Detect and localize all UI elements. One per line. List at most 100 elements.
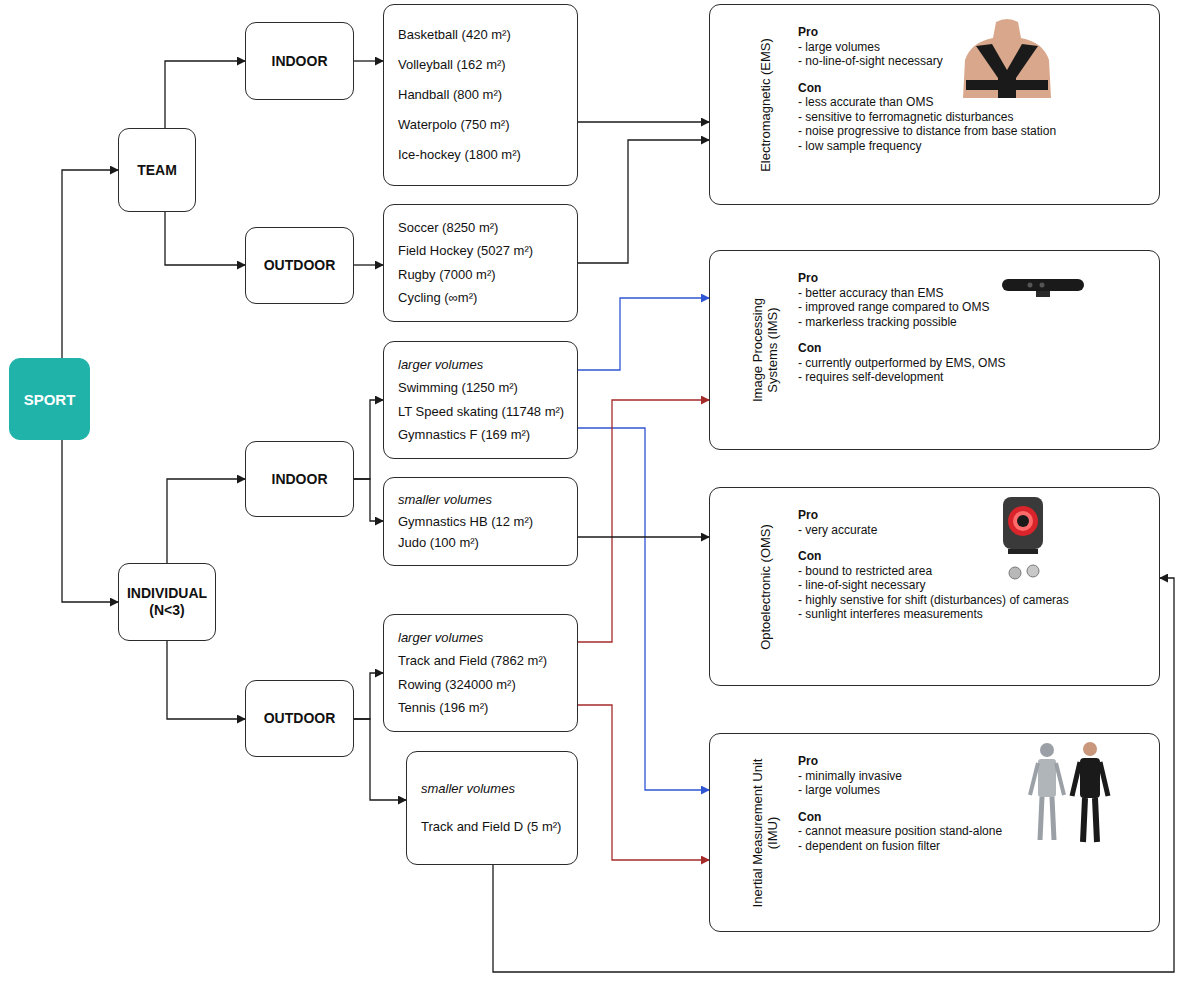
connector-arrow — [354, 400, 383, 479]
robot-legs — [1040, 797, 1054, 840]
person-legs — [1083, 798, 1097, 842]
bullet-item: - dependent on fusion filter — [798, 839, 1147, 854]
sport-item: Waterpolo (750 m²) — [398, 117, 567, 133]
connector-arrow — [165, 61, 245, 128]
connector-arrow — [167, 479, 245, 563]
sport-item: LT Speed skating (11748 m²) — [398, 404, 567, 420]
bullet-item: - sunlight interferes measurements — [798, 607, 1147, 622]
marker-ball — [1009, 567, 1021, 579]
connector-arrow — [62, 170, 118, 358]
imu-figures — [1030, 742, 1108, 842]
section-heading: Con — [798, 810, 1147, 825]
vest-band — [966, 80, 1048, 90]
category-box: TEAM — [118, 128, 196, 212]
sport-item: Gymnastics HB (12 m²) — [398, 514, 567, 530]
category-label: INDOOR — [272, 53, 328, 70]
robot-arms — [1030, 763, 1064, 795]
bullet-item: - markerless tracking possible — [798, 315, 1147, 330]
section-heading: Pro — [798, 508, 1147, 523]
sensor-stand — [1036, 291, 1050, 297]
list-heading: larger volumes — [398, 630, 567, 646]
reflective-markers — [1009, 565, 1039, 579]
root-box: SPORT — [9, 358, 90, 440]
technology-box: Electromagnetic (EMS)Pro- large volumes-… — [709, 4, 1160, 205]
connector-arrow — [354, 264, 383, 265]
connector-arrow — [578, 140, 709, 263]
sport-item: Rugby (7000 m²) — [398, 267, 567, 283]
sport-item: Track and Field D (5 m²) — [421, 819, 567, 835]
bullet-item: - minimally invasive — [798, 769, 1147, 784]
category-box: INDOOR — [245, 22, 354, 100]
technology-title: Inertial Measurement Unit (IMU) — [750, 758, 780, 908]
person-arms — [1072, 762, 1108, 796]
camera-body — [1003, 497, 1043, 549]
camera-base — [1008, 549, 1038, 554]
technology-title: Optoelectronic (OMS) — [758, 512, 773, 662]
sensor-lens — [1040, 283, 1045, 288]
connector-arrow — [578, 400, 709, 642]
sport-item: Gymnastics F (169 m²) — [398, 427, 567, 443]
bullet-item: - requires self-development — [798, 370, 1147, 385]
list-heading: smaller volumes — [398, 492, 567, 508]
bullet-item: - bound to restricted area — [798, 564, 1147, 579]
technology-title: Image Processing Systems (IMS) — [750, 275, 780, 425]
sport-list-box: Basketball (420 m²)Volleyball (162 m²)Ha… — [383, 4, 578, 186]
connector-arrow — [167, 641, 245, 719]
list-heading: larger volumes — [398, 357, 567, 373]
bullet-item: - less accurate than OMS — [798, 95, 1147, 110]
technology-box: Image Processing Systems (IMS) Pro- bette… — [709, 250, 1160, 450]
sport-item: Field Hockey (5027 m²) — [398, 243, 567, 259]
sport-item: Soccer (8250 m²) — [398, 220, 567, 236]
category-label: OUTDOOR — [264, 257, 336, 274]
kinect-sensor — [1002, 279, 1084, 297]
bullet-item: - improved range compared to OMS — [798, 300, 1147, 315]
category-box: OUTDOOR — [245, 680, 354, 757]
sport-item: Basketball (420 m²) — [398, 27, 567, 43]
connector-arrow — [354, 479, 383, 521]
camera-ring — [1008, 506, 1038, 536]
sport-item: Volleyball (162 m²) — [398, 57, 567, 73]
bullet-item: - line-of-sight necessary — [798, 578, 1147, 593]
bullet-item: - better accuracy than EMS — [798, 286, 1147, 301]
list-heading: smaller volumes — [421, 781, 567, 797]
connector-arrow — [493, 578, 1174, 972]
section-heading: Pro — [798, 754, 1147, 769]
connector-arrow — [578, 121, 709, 122]
sport-list-box: Soccer (8250 m²) Field Hockey (5027 m²) Ru… — [383, 204, 578, 322]
connector-arrow — [578, 705, 709, 860]
connector-arrow — [354, 673, 383, 719]
person-torso — [1080, 758, 1100, 798]
category-box: OUTDOOR — [245, 227, 354, 304]
camera-lens — [1017, 515, 1029, 527]
section-heading: Pro — [798, 271, 1147, 286]
bullet-item: - highly senstive for shift (disturbance… — [798, 593, 1147, 608]
bullet-item: - cannot measure position stand-alone — [798, 824, 1147, 839]
technology-box: Optoelectronic (OMS)Pro- very accurateCo… — [709, 487, 1160, 686]
connector-arrow — [62, 440, 118, 602]
marker-ball — [1027, 565, 1039, 577]
sport-list-box: larger volumesSwimming (1250 m²)LT Speed… — [383, 341, 578, 459]
section-heading: Pro — [798, 25, 1147, 40]
vest-figure — [963, 19, 1051, 98]
connector-arrow — [578, 298, 709, 370]
sport-list-box: smaller volumesGymnastics HB (12 m²)Judo… — [383, 477, 578, 566]
bullet-item: - large volumes — [798, 783, 1147, 798]
sensor-body — [1002, 279, 1084, 291]
category-box: INDOOR — [245, 441, 354, 517]
robot-torso — [1038, 759, 1056, 797]
sport-item: Ice-hockey (1800 m²) — [398, 147, 567, 163]
camera-glow — [1013, 511, 1033, 531]
technology-title: Electromagnetic (EMS) — [758, 30, 773, 180]
category-label: TEAM — [137, 162, 177, 179]
bullet-item: - noise progressive to distance from bas… — [798, 124, 1147, 139]
sensor-lens — [1028, 283, 1033, 288]
sport-item: Track and Field (7862 m²) — [398, 653, 567, 669]
shoulders — [963, 19, 1051, 98]
sport-item: Cycling (∞m²) — [398, 290, 567, 306]
bullet-item: - low sample frequency — [798, 139, 1147, 154]
sport-list-box: smaller volumesTrack and Field D (5 m²) — [406, 751, 578, 865]
bullet-item: - very accurate — [798, 523, 1147, 538]
